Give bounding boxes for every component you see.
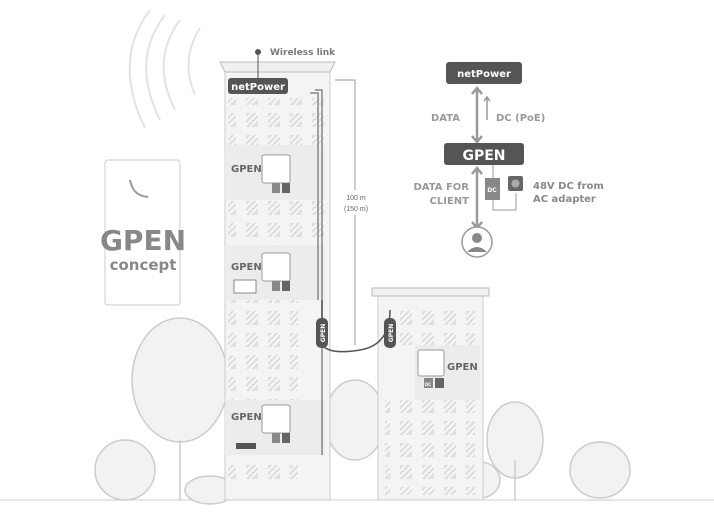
dc-arrow-icon — [483, 95, 491, 120]
schema-netpower: netPower — [457, 69, 511, 80]
data-for-client-label-2: CLIENT — [430, 196, 470, 207]
laptop-icon — [233, 279, 257, 294]
gpen-label: GPEN — [447, 362, 478, 373]
tower-netpower-label: netPower — [231, 82, 285, 93]
distance-indicator: 100 m (150 m) — [335, 79, 372, 345]
dc-box — [485, 178, 500, 200]
distance-secondary: (150 m) — [344, 206, 368, 213]
logo-subtitle: concept — [110, 256, 177, 274]
gpen-unit: GPEN — [231, 404, 291, 449]
data-arrow-icon — [471, 86, 483, 144]
dc-box-label: DC — [487, 187, 497, 194]
cable-tag-label: GPEN — [320, 324, 327, 342]
logo-title: GPEN — [100, 224, 186, 257]
cable-gpen-tag: GPEN — [384, 318, 396, 348]
connection-schema: netPower DATA DC (PoE) GPEN DATA FOR CLI… — [413, 62, 604, 258]
gpen-label: GPEN — [231, 412, 262, 423]
data-label: DATA — [431, 113, 460, 124]
wireless-link-label: Wireless link — [270, 48, 336, 58]
router-icon — [236, 443, 256, 449]
gpen-label: GPEN — [231, 164, 262, 175]
gpen-unit: GPEN — [231, 154, 291, 193]
client-arrow-icon — [471, 166, 483, 230]
tower-building: GPEN GPEN GPEN DC netPower — [219, 49, 336, 501]
adapter-label-2: AC adapter — [533, 194, 596, 205]
gpen-concept-logo: GPEN concept — [100, 159, 186, 306]
wireless-signal-icon — [128, 9, 201, 129]
distance-primary: 100 m — [346, 195, 366, 202]
data-for-client-label: DATA FOR — [413, 182, 469, 193]
cable-gpen-tag: GPEN — [316, 318, 328, 348]
trees — [94, 317, 631, 505]
dc-label: DC — [425, 382, 431, 387]
cable-tag-label: GPEN — [388, 324, 395, 342]
client-user-icon — [461, 226, 493, 258]
gpen-label: GPEN — [231, 262, 262, 273]
dc-poe-label: DC (PoE) — [496, 113, 545, 124]
gpen-unit: GPEN — [231, 252, 291, 294]
adapter-label: 48V DC from — [533, 181, 604, 192]
schema-gpen: GPEN — [462, 148, 505, 164]
